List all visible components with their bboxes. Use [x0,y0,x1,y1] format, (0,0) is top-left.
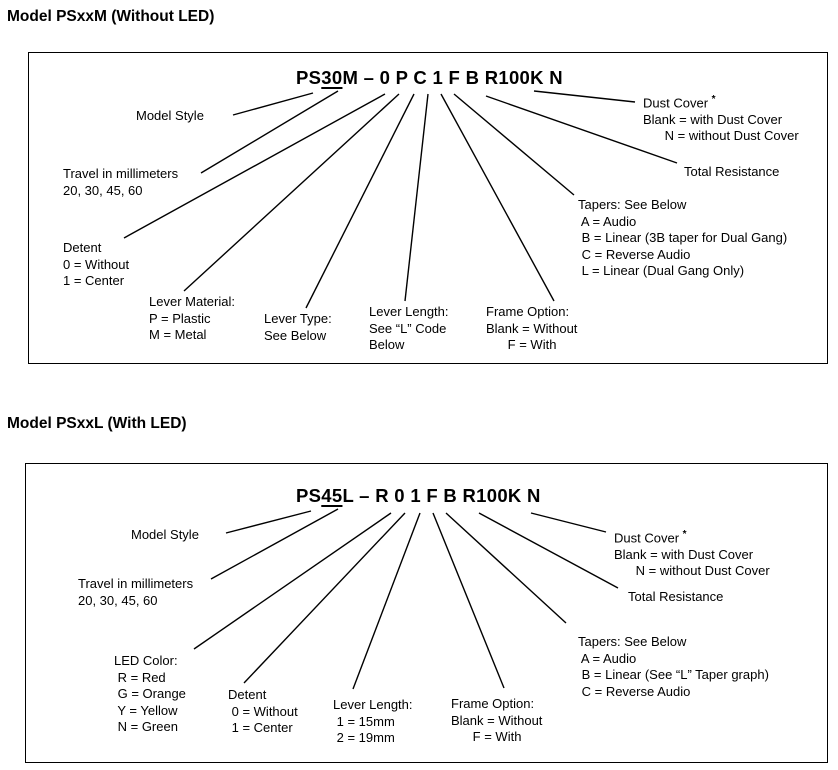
panel1-title: Model PSxxM (Without LED) [7,8,215,25]
leader-total-resistance [478,512,619,589]
leader-lever-type [305,93,415,309]
panel2-title: Model PSxxL (With LED) [7,415,187,432]
leader-tapers [453,93,575,196]
leader-travel [210,508,339,580]
panel2-label-total-resistance: Total Resistance [628,589,724,604]
panel2-label-travel: Travel in millimeters 20, 30, 45, 60 [78,576,194,608]
panel2-label-frame-option: Frame Option: Blank = Without F = With [451,696,543,744]
panel2-label-detent: Detent 0 = Without 1 = Center [228,687,298,735]
panel1-label-total-resistance: Total Resistance [684,164,780,179]
panel1-part-number: PS30M – 0 P C 1 F B R100K N [296,67,563,89]
leader-lever-material [183,93,400,292]
panel1-label-detent: Detent 0 = Without 1 = Center [63,240,130,288]
panel1-label-frame-option: Frame Option: Blank = Without F = With [486,304,578,352]
part-travel-code: 30 [321,67,343,88]
panel2-leader-lines [193,508,619,690]
dust-cover-options: Blank = with Dust Cover N = without Dust… [643,111,799,144]
leader-travel [200,90,339,174]
leader-tapers [445,512,567,624]
panel1-label-tapers: Tapers: See Below A = Audio B = Linear (… [578,197,788,278]
panel1-label-lever-length: Lever Length: See “L” Code Below [369,304,449,352]
panel1-label-lever-material: Lever Material: P = Plastic M = Metal [149,294,235,342]
leader-frame-option [432,512,505,689]
panel1-label-model-style: Model Style [136,108,204,123]
leader-led-color [193,512,392,650]
asterisk-footnote-marker: * [682,529,687,540]
panel1-label-dust-cover: Dust Cover * Blank = with Dust Cover N = … [643,92,799,145]
part-code-rest: M – 0 P C 1 F B R100K N [342,67,563,88]
panel1-label-travel: Travel in millimeters 20, 30, 45, 60 [63,166,179,198]
panel2-label-model-style: Model Style [131,527,199,542]
leader-total-resistance [485,95,678,164]
panel2-part-number: PS45L – R 0 1 F B R100K N [296,485,541,507]
leader-detent [243,512,406,684]
dust-cover-text: Dust Cover [614,530,683,546]
leader-lever-length [352,512,421,690]
panel1-box: PS30M – 0 P C 1 F B R100K N Model Style … [28,52,828,364]
part-prefix: PS [296,67,322,88]
leader-dust-cover [533,90,636,103]
leader-dust-cover [530,512,607,533]
leader-lever-length [404,93,429,302]
panel1-label-lever-type: Lever Type: See Below [264,311,332,343]
asterisk-footnote-marker: * [711,94,716,105]
dust-cover-text: Dust Cover [643,95,712,111]
panel2-label-lever-length: Lever Length: 1 = 15mm 2 = 19mm [333,697,413,745]
leader-detent [123,93,386,239]
panel2-box: PS45L – R 0 1 F B R100K N Model Style Tr… [25,463,828,763]
dust-cover-options: Blank = with Dust Cover N = without Dust… [614,546,770,579]
panel2-label-dust-cover: Dust Cover * Blank = with Dust Cover N = … [614,527,770,580]
leader-frame-option [440,93,555,302]
part-travel-code: 45 [321,485,343,506]
panel2-label-tapers: Tapers: See Below A = Audio B = Linear (… [578,634,769,699]
part-prefix: PS [296,485,322,506]
part-code-rest: L – R 0 1 F B R100K N [342,485,541,506]
leader-model-style [225,510,312,534]
leader-model-style [232,92,314,116]
panel2-label-led-color: LED Color: R = Red G = Orange Y = Yellow… [114,653,186,734]
panel1-leader-lines [123,90,678,309]
